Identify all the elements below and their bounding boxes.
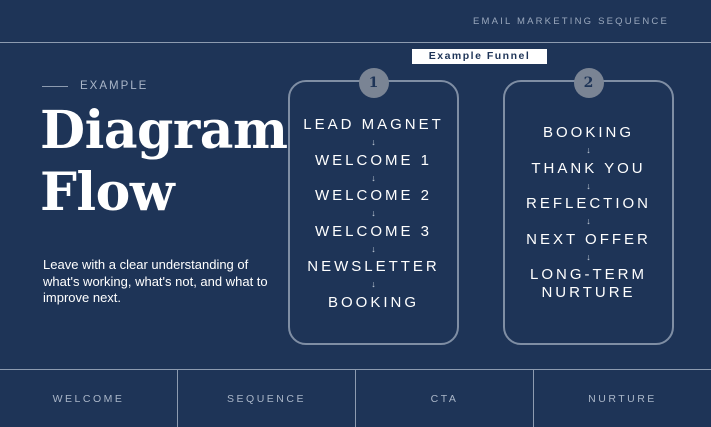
arrow-down-icon: ↓ [586, 180, 591, 191]
flow-step: BOOKING [327, 293, 419, 311]
nav-item-cta[interactable]: CTA [356, 370, 534, 427]
page-title: Diagram Flow [40, 100, 288, 224]
flow-step: WELCOME 2 [314, 187, 432, 204]
flow-step: NEXT OFFER [526, 230, 651, 248]
funnel-tag: Example Funnel [412, 49, 547, 64]
arrow-down-icon: ↓ [371, 208, 376, 218]
arrow-down-icon: ↓ [371, 137, 376, 147]
step-number-badge: 1 [358, 68, 389, 98]
nav-item-welcome[interactable]: WELCOME [0, 370, 178, 427]
arrow-down-icon: ↓ [586, 251, 591, 262]
sequence-card-2: 2 BOOKING ↓ THANK YOU ↓ REFLECTION ↓ NEXT OFFE… [503, 68, 674, 345]
title-line-1: Diagram [40, 100, 288, 161]
eyebrow-line [42, 85, 68, 87]
flow-step: LONG-TERM NURTURE [530, 266, 647, 301]
top-divider [0, 42, 711, 43]
bottom-divider [0, 369, 711, 370]
arrow-down-icon: ↓ [586, 145, 591, 155]
arrow-down-icon: ↓ [586, 216, 591, 226]
flow-step: THANK YOU [531, 159, 646, 177]
arrow-down-icon: ↓ [371, 279, 376, 289]
step-number-badge: 2 [573, 68, 604, 98]
arrow-down-icon: ↓ [371, 243, 376, 254]
step-list: LEAD MAGNET ↓ WELCOME 1 ↓ WELCOME 2 ↓ WELCOME … [290, 116, 457, 312]
flow-step: REFLECTION [525, 195, 651, 212]
flow-step: WELCOME 3 [314, 222, 432, 240]
flow-step: BOOKING [542, 124, 634, 141]
step-list: BOOKING ↓ THANK YOU ↓ REFLECTION ↓ NEXT OFFER ↓… [505, 124, 672, 302]
bottom-nav: WELCOME SEQUENCE CTA NURTURE [0, 370, 711, 427]
arrow-down-icon: ↓ [371, 172, 376, 183]
flow-step: LEAD MAGNET [303, 116, 444, 133]
title-line-2: Flow [40, 162, 175, 223]
eyebrow-text: EXAMPLE [80, 80, 149, 92]
sequence-label: EMAIL MARKETING SEQUENCE [472, 16, 669, 27]
sequence-card-1: 1 LEAD MAGNET ↓ WELCOME 1 ↓ WELCOME 2 ↓ WELCOM… [288, 68, 459, 345]
flow-step: NEWSLETTER [307, 258, 440, 275]
description: Leave with a clear understanding of what… [43, 257, 268, 305]
eyebrow: EXAMPLE [42, 80, 148, 92]
nav-item-sequence[interactable]: SEQUENCE [178, 370, 356, 427]
nav-item-nurture[interactable]: NURTURE [588, 392, 657, 405]
flow-step: WELCOME 1 [314, 151, 432, 169]
